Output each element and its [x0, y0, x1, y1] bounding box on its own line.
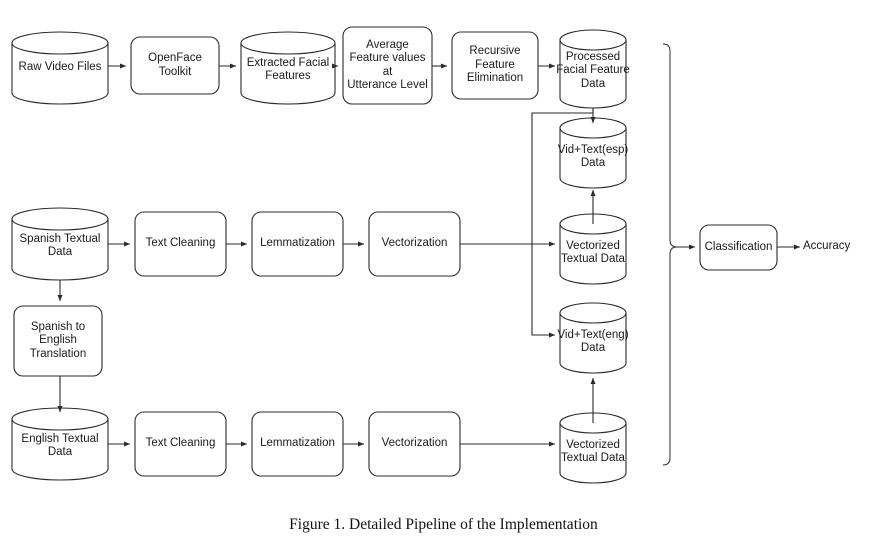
node-lemmatization-esp[interactable] — [251, 211, 344, 277]
node-spanish-to-english-translation[interactable] — [13, 305, 103, 377]
node-vid-text-eng-data[interactable] — [559, 302, 627, 374]
node-vid-text-esp-data[interactable] — [559, 117, 627, 189]
figure-caption: Figure 1. Detailed Pipeline of the Imple… — [289, 516, 598, 533]
node-lemmatization-eng[interactable] — [251, 411, 344, 477]
connectors — [57, 63, 596, 447]
node-openface-toolkit[interactable] — [130, 36, 220, 95]
node-raw-video-files[interactable] — [11, 31, 109, 105]
node-english-textual-data[interactable] — [11, 407, 109, 481]
node-average-feature-values[interactable] — [342, 26, 433, 105]
node-spanish-textual-data[interactable] — [11, 207, 109, 281]
node-text-cleaning-esp[interactable] — [134, 211, 227, 277]
node-extracted-facial-features[interactable] — [240, 31, 336, 105]
edge-processed-vidtexteng — [531, 108, 594, 338]
node-vectorized-textual-data-esp[interactable] — [559, 213, 627, 285]
aggregation-brace — [662, 43, 678, 466]
node-vectorized-textual-data-eng[interactable] — [559, 412, 627, 484]
pipeline-diagram — [11, 26, 801, 484]
node-processed-facial-feature-data[interactable] — [559, 29, 627, 109]
node-vectorization-esp[interactable] — [368, 211, 461, 277]
node-text-cleaning-eng[interactable] — [134, 411, 227, 477]
node-recursive-feature-elimination[interactable] — [451, 31, 539, 100]
node-vectorization-eng[interactable] — [368, 411, 461, 477]
node-classification[interactable] — [699, 224, 778, 271]
